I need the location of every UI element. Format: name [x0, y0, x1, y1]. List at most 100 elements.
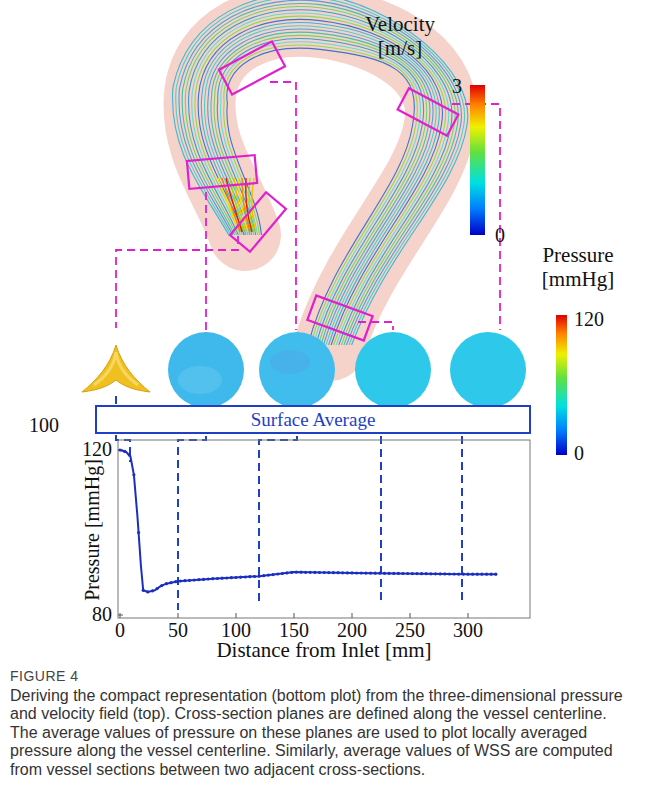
- curve-marker: [369, 572, 372, 575]
- section-disc: [355, 332, 431, 408]
- figure-caption: Deriving the compact representation (bot…: [10, 687, 636, 779]
- curve-marker: [448, 572, 451, 575]
- curve-marker: [392, 572, 395, 575]
- streamline: [192, 13, 449, 345]
- x-tick: [178, 613, 179, 618]
- curve-marker: [244, 575, 247, 578]
- curve-marker: [401, 572, 404, 575]
- tick-label: 0: [115, 619, 125, 642]
- curve-marker: [360, 571, 363, 574]
- section-disc: [259, 332, 335, 408]
- pressure-colorbar: [556, 315, 567, 455]
- curve-marker: [128, 454, 131, 457]
- curve-marker: [350, 571, 353, 574]
- x-tick: [236, 613, 237, 618]
- streamline: [217, 39, 423, 345]
- curve-marker: [494, 573, 497, 576]
- curve-marker: [434, 572, 437, 575]
- curve-marker: [420, 572, 423, 575]
- curve-marker: [118, 448, 121, 451]
- section-disc: [450, 332, 526, 408]
- axis-title: Pressure [mmHg]: [81, 459, 104, 601]
- curve-marker: [490, 573, 493, 576]
- streamline: [179, 0, 462, 345]
- curve-marker: [439, 572, 442, 575]
- curve-marker: [258, 575, 261, 578]
- curve-marker: [193, 578, 196, 581]
- curve-marker: [457, 573, 460, 576]
- curve-marker: [374, 572, 377, 575]
- section-shade: [178, 366, 222, 394]
- curve-marker: [174, 580, 177, 583]
- streamline: [227, 48, 415, 345]
- curve-marker: [295, 571, 298, 574]
- x-tick: [410, 613, 411, 618]
- colorbar-value: 0: [495, 224, 505, 247]
- curve-marker: [123, 450, 126, 453]
- streamlines: [173, 0, 468, 345]
- curve-marker: [132, 473, 135, 476]
- curve-marker: [248, 575, 251, 578]
- aorta-wall: [200, 21, 442, 345]
- axis-value: 100: [29, 414, 59, 437]
- axis-ticks: [118, 450, 468, 618]
- curve-marker: [137, 531, 140, 534]
- curve-marker: [411, 572, 414, 575]
- curve-marker: [183, 579, 186, 582]
- curve-marker: [165, 582, 168, 585]
- curve-marker: [485, 573, 488, 576]
- curve-marker: [276, 572, 279, 575]
- curve-marker: [453, 572, 456, 575]
- curve-marker: [318, 571, 321, 574]
- plane-leaders: [116, 82, 500, 330]
- streamline: [176, 0, 465, 345]
- box-label: Surface Average: [251, 409, 376, 431]
- colorbar-value: 3: [452, 75, 462, 98]
- curve-marker: [480, 573, 483, 576]
- streamline: [221, 42, 421, 345]
- curve-marker: [230, 576, 233, 579]
- curve-marker: [462, 573, 465, 576]
- curve-marker: [216, 577, 219, 580]
- streamline: [182, 3, 458, 345]
- curve-marker: [323, 571, 326, 574]
- curve-marker: [299, 571, 302, 574]
- figure-title: FIGURE 4: [10, 668, 79, 684]
- colorbar-title: Velocity [m/s]: [357, 12, 443, 60]
- streamline: [211, 32, 430, 345]
- y-tick: [118, 615, 123, 616]
- curve-marker: [211, 577, 214, 580]
- curve-marker: [225, 576, 228, 579]
- streamline: [214, 35, 427, 345]
- curve-marker: [327, 571, 330, 574]
- curve-marker: [383, 572, 386, 575]
- curve-marker: [151, 589, 154, 592]
- streamline: [185, 7, 455, 345]
- streamline: [189, 10, 452, 345]
- curve-marker: [341, 571, 344, 574]
- curve-marker: [281, 572, 284, 575]
- curve-marker: [207, 577, 210, 580]
- curve-marker: [443, 572, 446, 575]
- tick-label: 80: [92, 603, 112, 626]
- streamline: [224, 45, 418, 345]
- tick-label: 300: [453, 619, 483, 642]
- curve-marker: [267, 574, 270, 577]
- x-tick: [352, 613, 353, 618]
- colorbar-title: Pressure [mmHg]: [529, 243, 627, 291]
- colorbar-value: 120: [574, 308, 604, 331]
- plot-frame: [118, 440, 530, 618]
- curve-marker: [378, 572, 381, 575]
- curve-marker: [169, 581, 172, 584]
- curve-marker: [234, 576, 237, 579]
- curve-marker: [188, 579, 191, 582]
- curve-marker: [179, 579, 182, 582]
- curve-marker: [142, 589, 145, 592]
- curve-marker: [253, 575, 256, 578]
- curve-marker: [262, 574, 265, 577]
- valve-highlight: [94, 352, 138, 385]
- curve-marker: [397, 572, 400, 575]
- curve-marker: [406, 572, 409, 575]
